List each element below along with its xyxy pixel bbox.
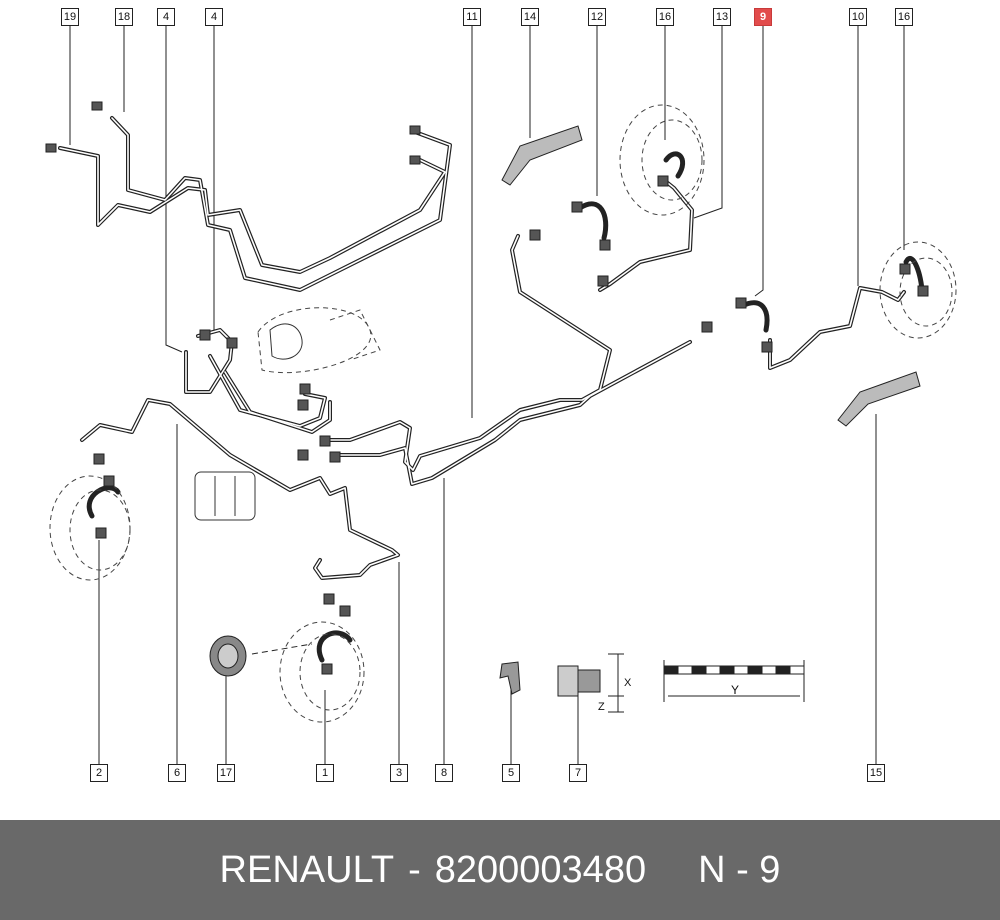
callout-7: 7 <box>569 764 587 782</box>
callout-4-right: 4 <box>205 8 223 26</box>
dimension-z-label: Z <box>598 701 605 713</box>
callout-13: 13 <box>713 8 731 26</box>
callout-14: 14 <box>521 8 539 26</box>
callout-5: 5 <box>502 764 520 782</box>
callout-11: 11 <box>463 8 481 26</box>
callout-2: 2 <box>90 764 108 782</box>
reference-number: N - 9 <box>698 848 781 891</box>
part-number: 8200003480 <box>434 848 647 891</box>
dimension-x-label: X <box>624 677 632 689</box>
callout-8: 8 <box>435 764 453 782</box>
callout-18: 18 <box>115 8 133 26</box>
callout-19: 19 <box>61 8 79 26</box>
callout-15: 15 <box>867 764 885 782</box>
callout-17: 17 <box>217 764 235 782</box>
callout-1: 1 <box>316 764 334 782</box>
dimension-y-label: Y <box>731 683 739 697</box>
brand-name: RENAULT <box>219 848 395 891</box>
callout-4-left: 4 <box>157 8 175 26</box>
callout-16-right: 16 <box>895 8 913 26</box>
callout-12: 12 <box>588 8 606 26</box>
callout-16-upper: 16 <box>656 8 674 26</box>
part-info-footer: RENAULT - 8200003480 N - 9 <box>0 820 1000 920</box>
callout-3: 3 <box>390 764 408 782</box>
callout-10: 10 <box>849 8 867 26</box>
separator: - <box>408 848 421 891</box>
brake-lines-exploded-diagram: X Z Y <box>45 26 957 764</box>
callout-6: 6 <box>168 764 186 782</box>
callout-9-highlighted: 9 <box>754 8 772 26</box>
